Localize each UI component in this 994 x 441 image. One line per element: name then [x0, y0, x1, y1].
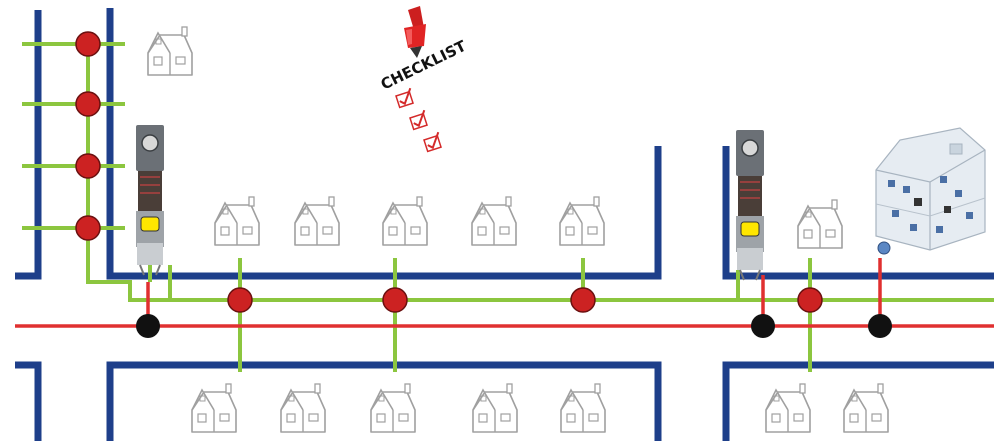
house-icon — [765, 383, 811, 433]
house-icon — [797, 199, 843, 249]
feeder-pillar-cabinet-icon — [735, 129, 765, 281]
house-icon — [471, 196, 517, 246]
black-junctions — [136, 314, 892, 338]
feeder-pillar-cabinet-icon — [135, 124, 165, 276]
checklist-graphic: CHECKLIST — [378, 6, 470, 153]
mains-cables — [15, 258, 994, 328]
house-icon — [280, 383, 326, 433]
checkbox-ticked-icon — [409, 109, 428, 131]
house-icon — [294, 196, 340, 246]
house-icon — [214, 196, 260, 246]
house-icon — [559, 196, 605, 246]
service-cables — [22, 40, 994, 372]
houses — [147, 26, 889, 433]
roads — [15, 8, 994, 441]
checkbox-ticked-icon — [423, 131, 442, 153]
red-junctions — [75, 31, 823, 313]
house-icon — [370, 383, 416, 433]
checkbox-ticked-icon — [395, 87, 414, 109]
house-icon — [843, 383, 889, 433]
red-pen-icon — [404, 6, 426, 58]
house-icon — [560, 383, 606, 433]
house-icon — [472, 383, 518, 433]
house-icon — [147, 26, 193, 76]
house-icon — [191, 383, 237, 433]
house-icon — [382, 196, 428, 246]
apartment-building-icon — [875, 127, 986, 255]
